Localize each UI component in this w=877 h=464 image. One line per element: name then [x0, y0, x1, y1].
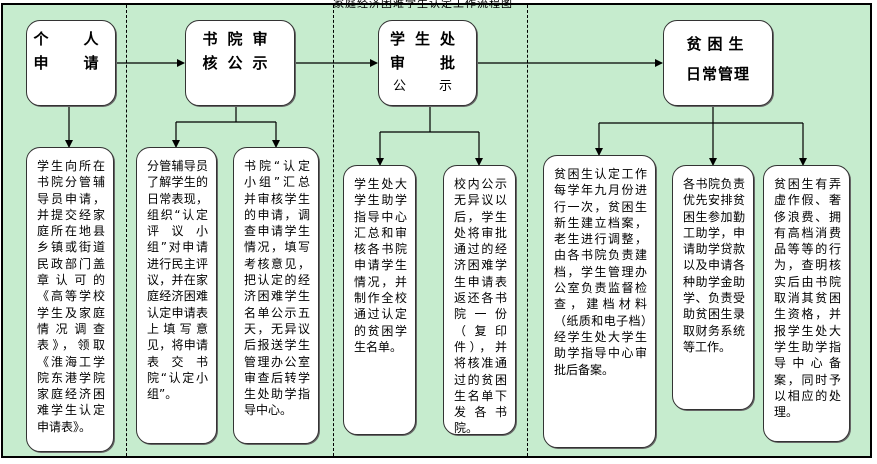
step-review-2: 书院“认定小组”汇总并审核学生的申请，调查申请学生情况，填写考核意见，把认定的经… [233, 147, 319, 444]
lane-divider [333, 5, 334, 456]
stage-header-college-review: 书院审 核公示 [185, 20, 295, 106]
stage-title-line: 日常管理 [685, 65, 750, 83]
stage-title-line: 书院审 [202, 30, 278, 48]
step-management-1: 贫困生认定工作每学年九月份进行一次，贫困生新生建立档案，老生进行调整，由各书院负… [543, 155, 656, 448]
stage-title-line: 申 请 [33, 54, 109, 72]
step-approval-2: 校内公示无异议以后，学生处将审批通过的经济困难学生申请表返还各书院一份（复印件）… [443, 165, 516, 435]
diagram-title-fragment: 家庭经济困难学生认定工作流程图 [333, 0, 513, 8]
stage-header-apply: 个 人 申 请 [26, 20, 116, 106]
step-management-3: 贫困生有弄虚作假、奢侈浪费、拥有高档消费品等等的行为，查明核实后由书院取消其贫困… [763, 165, 850, 442]
stage-title-line: 核公示 [202, 54, 278, 72]
step-approval-1: 学生处大学生助学指导中心汇总和审核各书院申请学生情况，并制作全校通过认定的贫困学… [343, 165, 416, 435]
lane-divider [527, 5, 528, 456]
stage-title-line: 个 人 [33, 30, 109, 48]
stage-title-line: 学生处 [389, 30, 465, 48]
step-apply-1: 学生向所在书院分管辅导员申请，并提交经家庭所在地县乡镇或街道民政部门盖章认可的《… [26, 147, 114, 452]
stage-title-line: 公 示 [392, 79, 462, 94]
lane-divider [126, 5, 127, 456]
stage-header-office-approval: 学生处 审 批 公 示 [378, 20, 477, 106]
stage-header-daily-management: 贫困生 日常管理 [663, 20, 773, 106]
stage-title-line: 贫困生 [686, 35, 750, 53]
stage-title-line: 审 批 [389, 54, 465, 72]
step-review-1: 分管辅导员了解学生的日常表现，组织“认定评议小组”对申请进行民主评议，并在家庭经… [136, 147, 217, 444]
step-management-2: 各书院负责优先安排贫困生参加勤工助学，申请助学贷款以及申请各种助学金助学、负责受… [672, 165, 754, 410]
